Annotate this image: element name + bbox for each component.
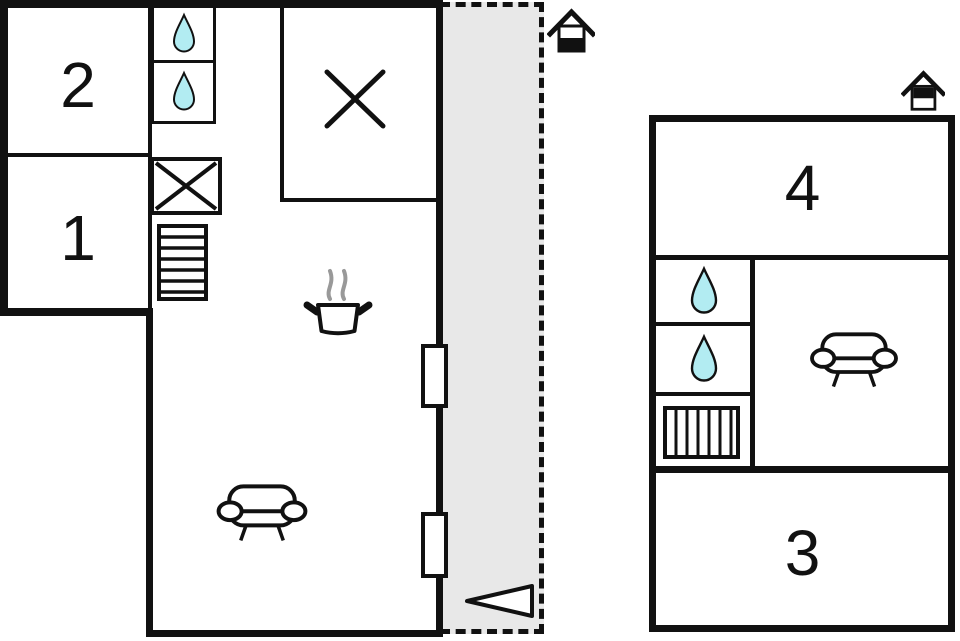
radiator-icon xyxy=(663,406,740,459)
wall xyxy=(649,625,955,632)
room-label: 3 xyxy=(784,517,821,589)
water-drop-icon xyxy=(169,68,199,116)
wall xyxy=(656,392,750,396)
wall xyxy=(649,466,955,473)
sofa-icon xyxy=(808,330,900,390)
wall xyxy=(649,255,955,260)
terrace-area xyxy=(440,2,544,634)
wall xyxy=(146,308,153,637)
wall xyxy=(0,153,152,157)
wall xyxy=(649,115,656,632)
wall xyxy=(280,6,284,202)
wall xyxy=(948,115,955,632)
crossed-box-icon xyxy=(150,157,222,215)
window xyxy=(421,512,448,578)
room-label: 4 xyxy=(784,152,821,224)
wall xyxy=(280,198,436,202)
wall xyxy=(656,322,750,326)
room-label: 1 xyxy=(60,202,96,274)
wall xyxy=(0,308,153,316)
water-drop-icon xyxy=(686,265,722,318)
room-label: 2 xyxy=(60,49,96,121)
sink-box xyxy=(151,60,216,124)
water-drop-icon xyxy=(169,11,199,57)
house-lower-level-icon xyxy=(547,6,595,54)
sink-box xyxy=(151,5,216,63)
wall xyxy=(0,0,8,316)
stairs-icon xyxy=(157,224,208,301)
wall xyxy=(146,630,443,637)
window xyxy=(421,344,448,408)
cross-icon xyxy=(323,68,387,130)
wall xyxy=(436,0,443,637)
wall xyxy=(649,115,955,122)
entrance-arrow-icon xyxy=(464,582,536,620)
sofa-icon xyxy=(216,482,308,544)
steaming-pot-icon xyxy=(300,257,376,337)
water-drop-icon xyxy=(686,333,722,386)
wall xyxy=(0,0,443,8)
wall xyxy=(750,255,755,471)
house-upper-level-icon xyxy=(901,68,945,112)
